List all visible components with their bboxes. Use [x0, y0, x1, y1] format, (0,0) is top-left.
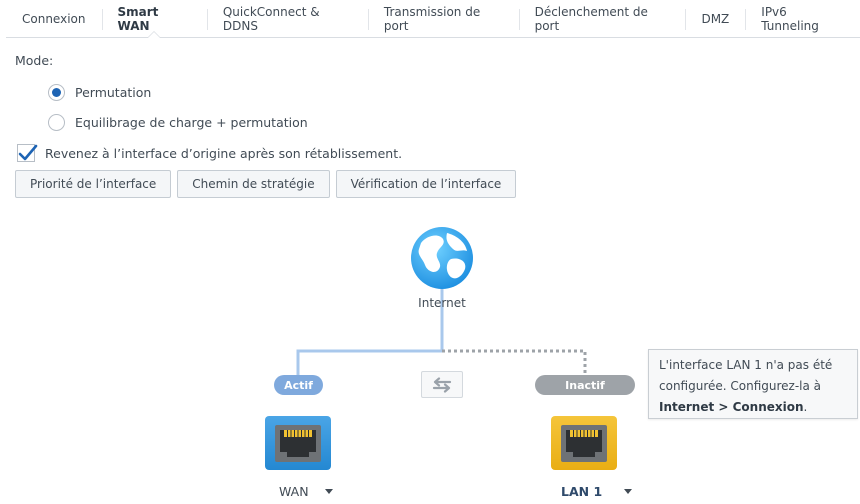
lan1-port-name: LAN 1 — [561, 484, 603, 499]
lan-status-badge: Inactif — [535, 375, 635, 395]
wan-port-label[interactable]: WAN — [279, 484, 333, 499]
tooltip-text: L'interface LAN 1 n'a pas été configurée… — [659, 358, 833, 393]
failback-checkbox[interactable] — [17, 144, 38, 162]
ethernet-port-icon — [275, 425, 321, 462]
globe-icon — [411, 227, 473, 289]
interface-check-button[interactable]: Vérification de l’interface — [335, 170, 517, 198]
tab-ipv6-tunneling[interactable]: IPv6 Tunneling — [745, 0, 860, 37]
lan-link-line — [442, 349, 587, 376]
dropdown-caret-icon[interactable] — [624, 489, 633, 494]
policy-route-button[interactable]: Chemin de stratégie — [177, 170, 330, 198]
failback-checkbox-row[interactable]: Revenez à l’interface d’origine après so… — [17, 144, 402, 162]
tab-bar: Connexion Smart WAN QuickConnect & DDNS … — [6, 0, 860, 38]
radio-load-balancing-control[interactable] — [48, 114, 65, 131]
checkmark-icon — [18, 144, 38, 161]
radio-failover-label: Permutation — [75, 85, 152, 100]
tab-dmz[interactable]: DMZ — [685, 0, 745, 37]
radio-failover-control[interactable] — [48, 84, 65, 101]
tab-quickconnect-ddns[interactable]: QuickConnect & DDNS — [206, 0, 368, 37]
tab-connexion[interactable]: Connexion — [22, 11, 86, 26]
lan1-port-label[interactable]: LAN 1 — [561, 484, 633, 499]
dropdown-caret-icon[interactable] — [324, 489, 333, 494]
tab-smart-wan[interactable]: Smart WAN — [101, 0, 207, 38]
internet-label: Internet — [418, 296, 466, 310]
interface-priority-button[interactable]: Priorité de l’interface — [15, 170, 172, 198]
tooltip-link[interactable]: Internet > Connexion — [659, 400, 804, 414]
failback-label: Revenez à l’interface d’origine après so… — [45, 145, 403, 161]
tab-port-triggering[interactable]: Déclenchement de port — [518, 0, 686, 37]
active-tab-indicator — [148, 32, 161, 38]
wan-link-line — [296, 349, 442, 376]
wan-port-name: WAN — [279, 484, 309, 499]
ethernet-port-icon — [561, 425, 607, 462]
swap-arrows-icon — [432, 376, 452, 393]
lan-not-configured-tooltip: L'interface LAN 1 n'a pas été configurée… — [648, 349, 858, 419]
tooltip-text-end: . — [803, 400, 808, 414]
tab-port-forwarding[interactable]: Transmission de port — [367, 0, 519, 37]
lan1-port[interactable] — [551, 416, 617, 470]
radio-load-balancing[interactable]: Equilibrage de charge + permutation — [48, 114, 308, 131]
tab-smart-wan-label: Smart WAN — [117, 4, 159, 33]
wan-port[interactable] — [265, 416, 331, 470]
wan-status-badge: Actif — [274, 375, 323, 395]
radio-failover[interactable]: Permutation — [48, 84, 151, 101]
button-bar: Priorité de l’interface Chemin de straté… — [15, 170, 522, 198]
swap-interfaces-button[interactable] — [421, 371, 463, 398]
mode-label: Mode: — [15, 53, 54, 68]
radio-load-balancing-label: Equilibrage de charge + permutation — [75, 115, 308, 130]
